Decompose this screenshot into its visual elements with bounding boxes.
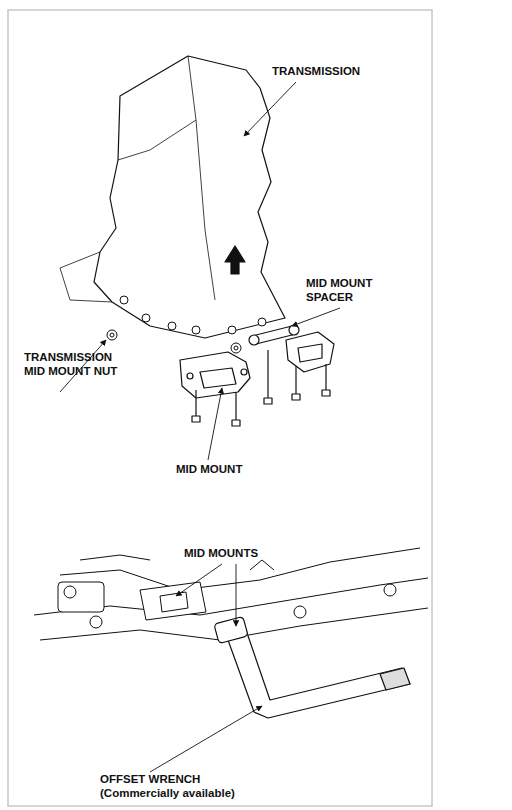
part-label: TRANSMISSION [272,64,392,78]
part-label: MID MOUNTS [184,546,284,560]
leader-lines [60,82,340,772]
part-label: (Commercially available) [100,786,270,800]
transmission-case [60,56,285,338]
part-label: OFFSET WRENCH [100,772,220,786]
part-label: MID MOUNT SPACER [306,276,386,304]
part-label: MID MOUNT [176,462,266,476]
offset-wrench [214,616,410,718]
frame [8,10,432,806]
case-bolts [120,296,266,334]
mid-mount-right [264,332,334,404]
mid-mount [180,352,250,426]
part-label: TRANSMISSION MID MOUNT NUT [24,350,124,378]
nuts [107,330,241,353]
